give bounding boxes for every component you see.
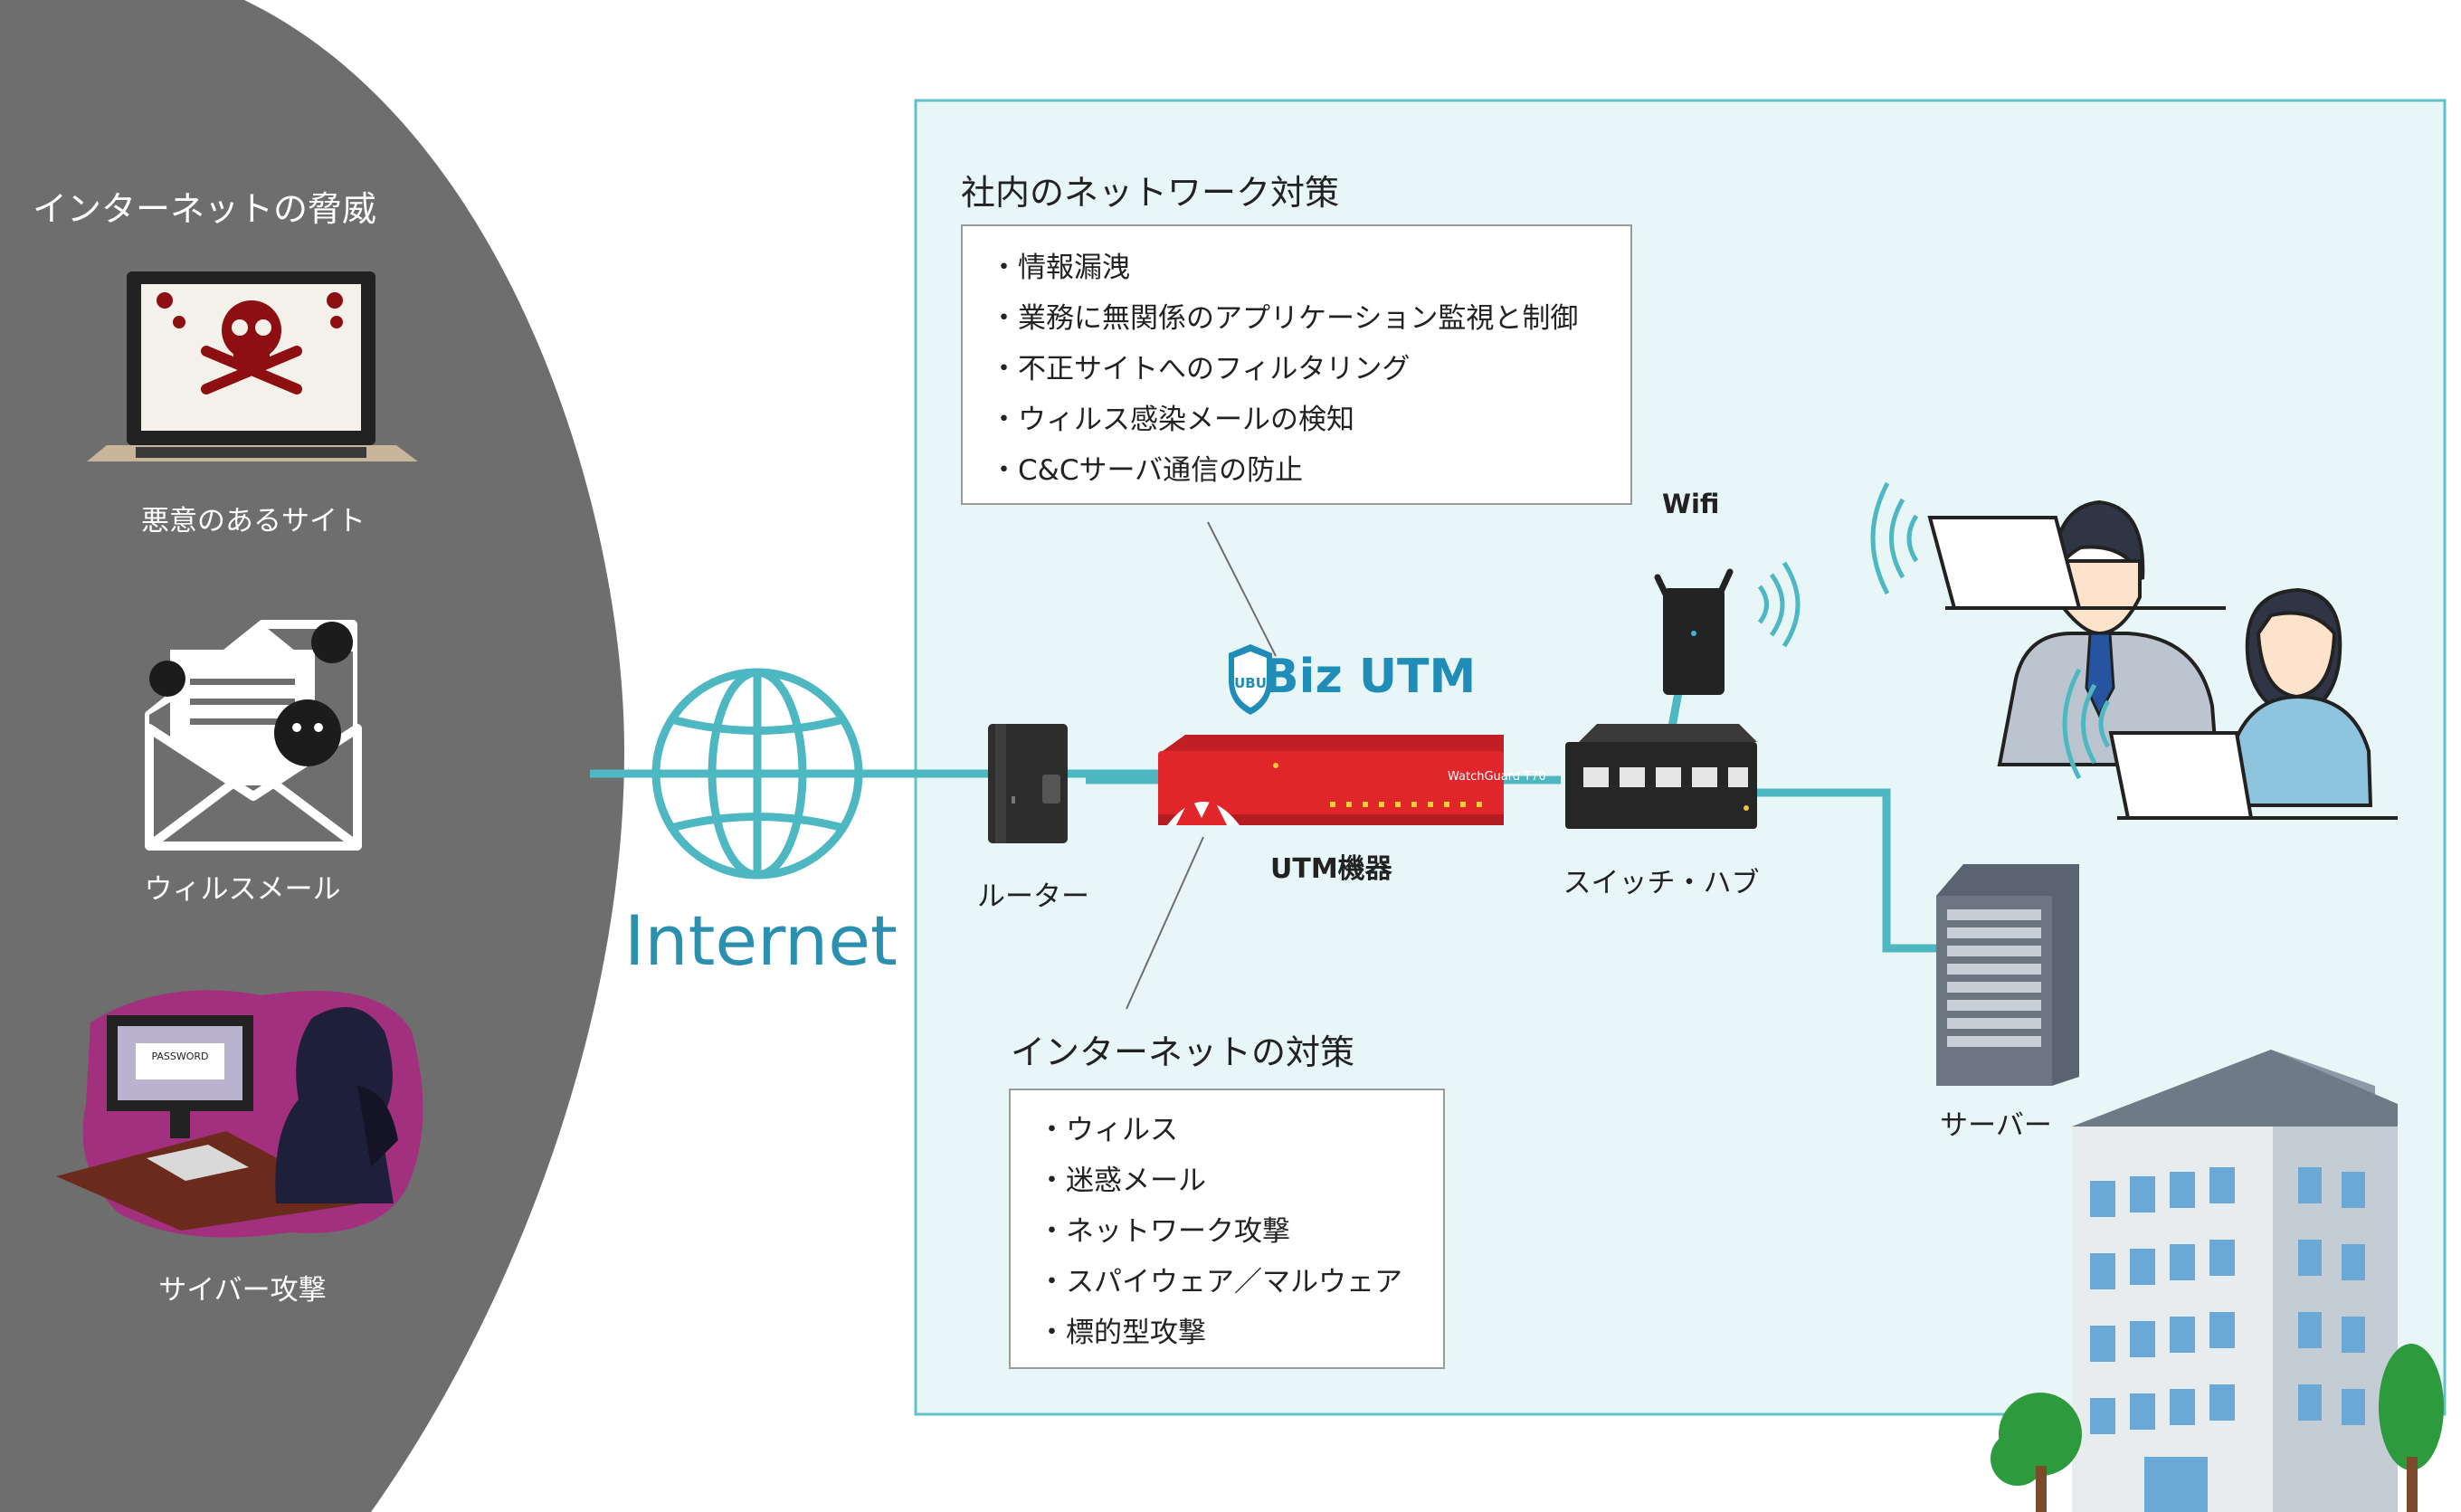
office-worker-female-icon (2108, 587, 2398, 820)
brand-name: Biz UTM (1263, 650, 1477, 704)
wifi-signal-icon (2062, 668, 2111, 780)
wifi-signal-icon (1757, 561, 1801, 648)
utm-label: UTM機器 (1270, 853, 1392, 885)
switch-hub-icon (1565, 724, 1757, 829)
malicious-laptop-icon (87, 271, 418, 461)
wifi-signal-icon (1870, 481, 1919, 595)
wifi-label: Wifi (1662, 489, 1720, 519)
internet-label: Internet (624, 900, 898, 981)
virus-email-icon (145, 620, 362, 851)
server-icon (1936, 864, 2079, 1086)
svg-text:UBU: UBU (1234, 675, 1267, 691)
list-item: ・スパイウェア／マルウェア (1038, 1266, 1402, 1298)
office-building-icon (2072, 1050, 2398, 1512)
list-item: ・ウィルス感染メールの検知 (990, 404, 1354, 436)
list-item: ・ウィルス (1038, 1114, 1178, 1146)
wifi-router-icon (1654, 568, 1734, 695)
globe-icon (651, 668, 863, 880)
internal-measures-title: 社内のネットワーク対策 (961, 173, 1340, 213)
cyber-attacker-icon: PASSWORD (56, 990, 423, 1238)
callout-line (1126, 836, 1204, 1010)
tree-icon (1991, 1344, 2444, 1512)
list-item: ・ネットワーク攻撃 (1038, 1215, 1290, 1248)
internet-measures-title: インターネットの対策 (1011, 1032, 1355, 1072)
router-label: ルーター (977, 880, 1089, 913)
list-item: ・業務に無関係のアプリケーション監視と制御 (990, 302, 1579, 335)
svg-text:WatchGuard T70: WatchGuard T70 (1448, 770, 1546, 784)
switch-label: スイッチ・ハブ (1563, 867, 1760, 899)
list-item: ・迷惑メール (1038, 1165, 1206, 1197)
list-item: ・標的型攻撃 (1038, 1317, 1206, 1349)
callout-line (1207, 521, 1277, 657)
svg-text:PASSWORD: PASSWORD (151, 1051, 208, 1062)
biz-utm-shield-icon: UBU (1229, 644, 1272, 715)
threats-title: インターネットの脅威 (33, 189, 377, 229)
router-icon (988, 724, 1068, 843)
internet-measures-box: ・ウィルス ・迷惑メール ・ネットワーク攻撃 ・スパイウェア／マルウェア ・標的… (1009, 1089, 1445, 1369)
threat-label-virus-mail: ウィルスメール (144, 873, 341, 906)
server-label: サーバー (1940, 1109, 2052, 1142)
internal-measures-box: ・情報漏洩 ・業務に無関係のアプリケーション監視と制御 ・不正サイトへのフィルタ… (961, 224, 1632, 505)
list-item: ・情報漏洩 (990, 252, 1130, 284)
threat-label-malicious-site: 悪意のあるサイト (141, 505, 366, 537)
threat-label-cyber-attack: サイバー攻撃 (158, 1274, 327, 1307)
list-item: ・不正サイトへのフィルタリング (990, 353, 1411, 385)
utm-device-icon: WatchGuard T70 (1158, 735, 1546, 825)
list-item: ・C&Cサーバ通信の防止 (990, 454, 1304, 487)
